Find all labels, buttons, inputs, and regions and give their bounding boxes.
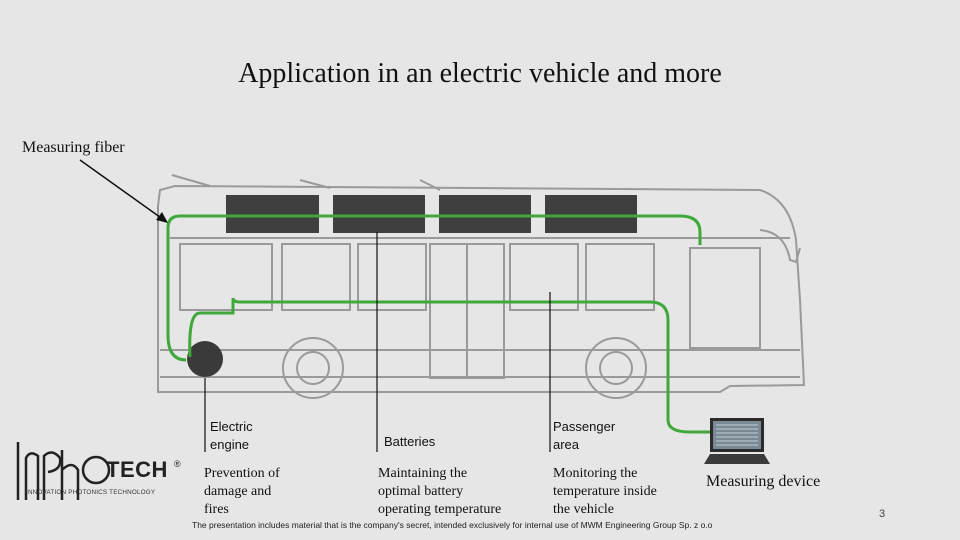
confidentiality-footer: The presentation includes material that … bbox=[192, 520, 713, 530]
measuring-device-label: Measuring device bbox=[706, 473, 821, 490]
measuring-fiber-line bbox=[166, 214, 712, 434]
wheel-rear bbox=[585, 337, 647, 399]
passenger-area-label: Passenger area bbox=[553, 419, 616, 452]
logo-subtitle: INNOVATION PHOTONICS TECHNOLOGY bbox=[26, 489, 156, 496]
page-title: Application in an electric vehicle and m… bbox=[238, 58, 722, 89]
logo-tech-text: TECH bbox=[106, 457, 168, 482]
passenger-area-description: Monitoring the temperature inside the ve… bbox=[553, 466, 657, 517]
electric-engine bbox=[187, 341, 223, 377]
batteries-description: Maintaining the optimal battery operatin… bbox=[378, 466, 502, 517]
fiber-pointer-arrow bbox=[79, 159, 168, 223]
measuring-fiber-label: Measuring fiber bbox=[22, 139, 125, 156]
engine-label: Electric engine bbox=[210, 419, 253, 452]
measuring-device-icon bbox=[704, 418, 770, 464]
inphotech-logo-mark bbox=[16, 442, 111, 500]
battery-blocks bbox=[226, 195, 637, 233]
batteries-label: Batteries bbox=[384, 434, 436, 449]
engine-description: Prevention of damage and fires bbox=[204, 466, 280, 517]
registered-mark: ® bbox=[174, 459, 181, 469]
leader-lines bbox=[204, 232, 551, 452]
wheel-front bbox=[282, 337, 344, 399]
page-number: 3 bbox=[879, 508, 886, 520]
bus-outline bbox=[157, 174, 806, 393]
